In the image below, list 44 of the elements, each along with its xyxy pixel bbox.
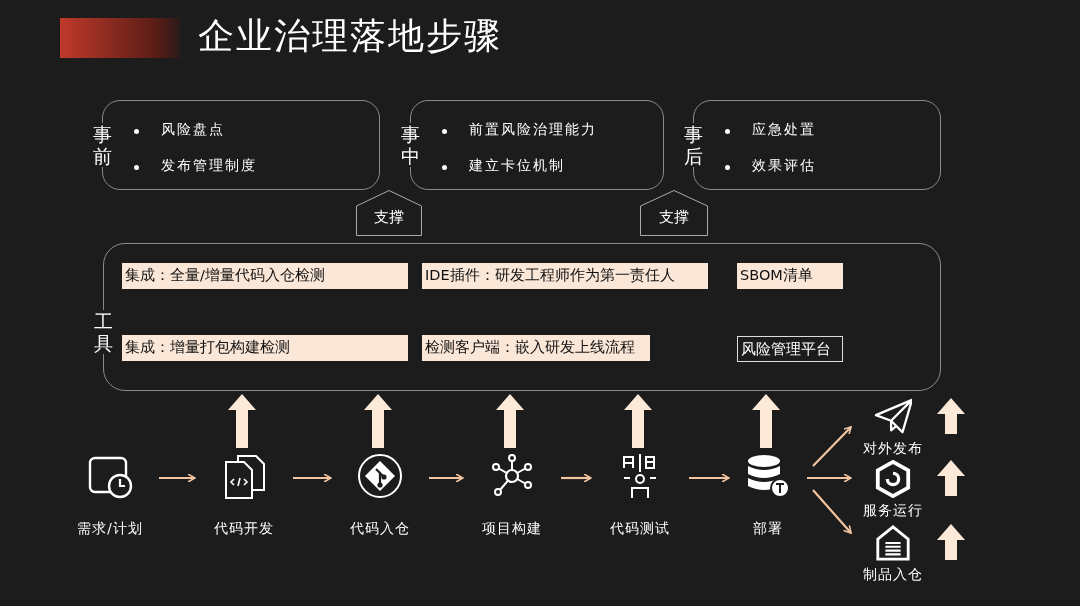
section-heading: 工具 bbox=[93, 310, 113, 354]
pentagon-box: 支撑 bbox=[640, 190, 708, 236]
bullet-item: 风险盘点 bbox=[161, 121, 226, 139]
arrow bbox=[429, 473, 464, 483]
stage-label: 需求/计划 bbox=[76, 520, 144, 538]
pentagon-box: 支撑 bbox=[356, 190, 422, 236]
block-arrow bbox=[624, 394, 652, 448]
bullet-item: 前置风险治理能力 bbox=[469, 121, 597, 139]
section-heading: 事前 bbox=[92, 123, 112, 167]
section-heading: 事中 bbox=[400, 123, 420, 167]
block-arrow bbox=[752, 394, 780, 448]
tool-tag: 检测客户端：嵌入研发上线流程 bbox=[422, 335, 650, 361]
tool-tag: 集成：全量/增量代码入仓检测 bbox=[122, 263, 408, 289]
stage-label: 代码入仓 bbox=[349, 520, 411, 538]
stage-label: 代码开发 bbox=[213, 520, 275, 538]
page-title: 企业治理落地步骤 bbox=[198, 14, 502, 58]
arrow bbox=[159, 473, 196, 483]
stage-label: 对外发布 bbox=[862, 440, 924, 458]
arrow bbox=[807, 473, 852, 483]
stage-label: 制品入仓 bbox=[862, 566, 924, 584]
block-arrow bbox=[228, 394, 256, 448]
block-arrow bbox=[937, 460, 965, 496]
bullet-item: 建立卡位机制 bbox=[469, 157, 566, 175]
stage-label: 服务运行 bbox=[862, 502, 924, 520]
arrow bbox=[561, 473, 592, 483]
tool-tag: 集成：增量打包构建检测 bbox=[122, 335, 408, 361]
tool-tag: IDE插件：研发工程师作为第一责任人 bbox=[422, 263, 708, 289]
outlined-tag: 风险管理平台 bbox=[737, 336, 843, 362]
arrow bbox=[812, 489, 852, 534]
stage-label: 项目构建 bbox=[481, 520, 543, 538]
block-arrow bbox=[937, 524, 965, 560]
tool-tag: SBOM清单 bbox=[737, 263, 843, 289]
arrow bbox=[812, 426, 852, 467]
stage-label: 代码测试 bbox=[609, 520, 671, 538]
bullet-item: 效果评估 bbox=[752, 157, 816, 175]
arrow bbox=[689, 473, 730, 483]
block-arrow bbox=[937, 398, 965, 434]
arrow bbox=[293, 473, 332, 483]
bullet-item: 发布管理制度 bbox=[161, 157, 257, 175]
stage-label: 部署 bbox=[752, 520, 784, 538]
block-arrow bbox=[496, 394, 524, 448]
section-heading: 事后 bbox=[683, 123, 703, 167]
block-arrow bbox=[364, 394, 392, 448]
bullet-item: 应急处置 bbox=[752, 121, 816, 139]
